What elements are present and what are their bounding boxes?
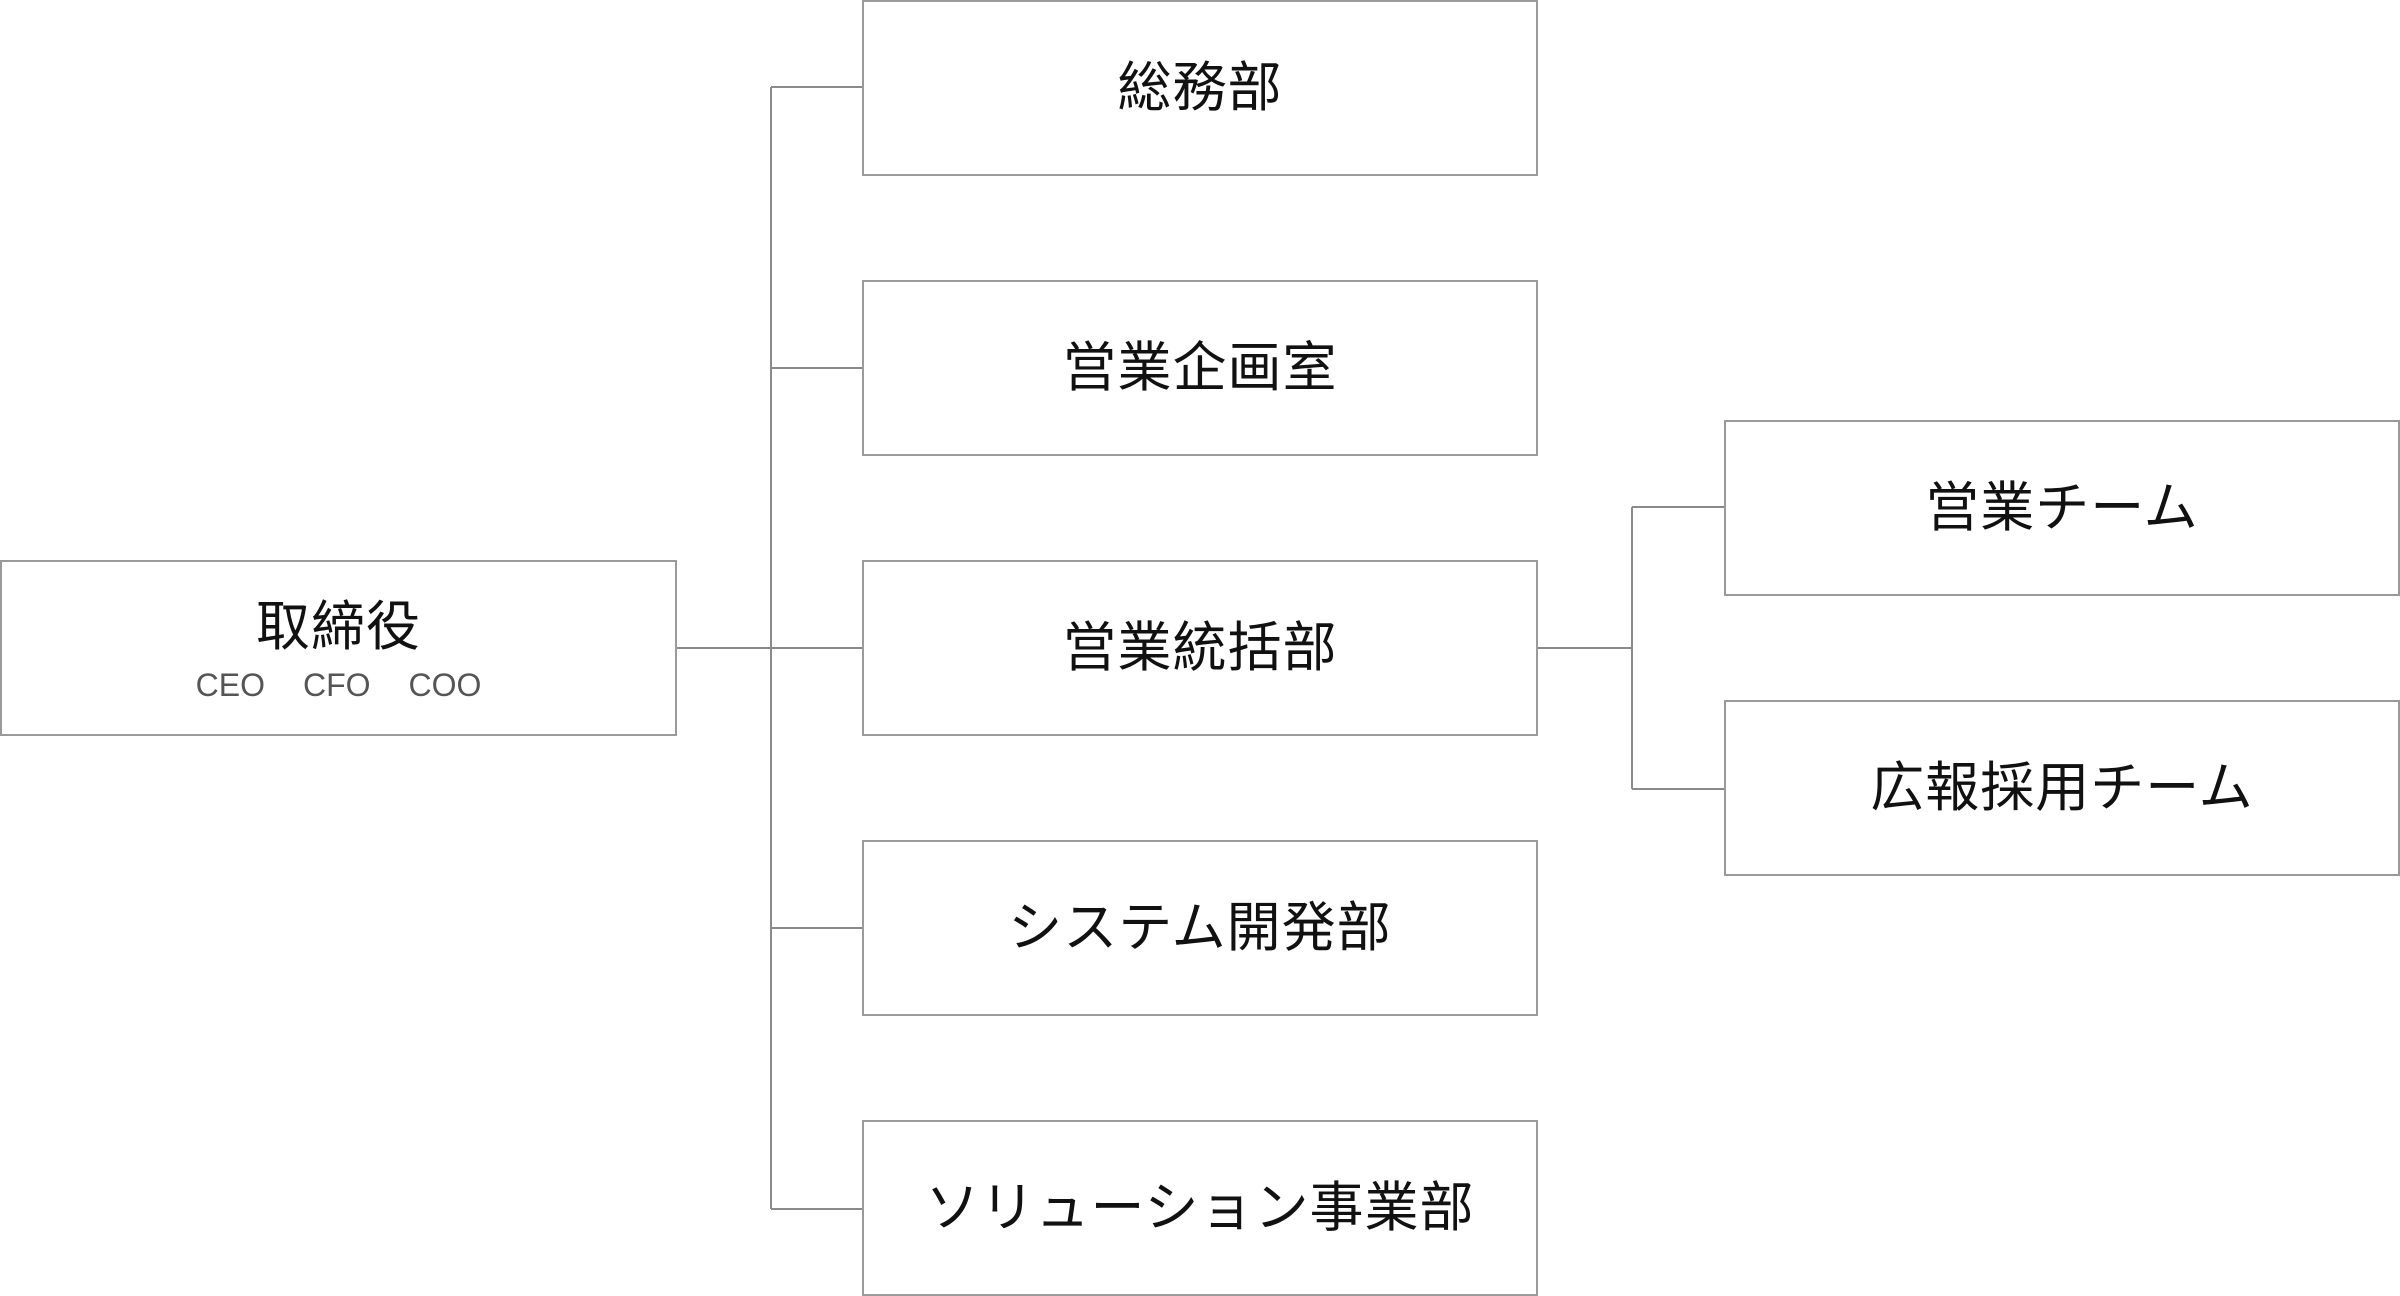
executive-roles: CEO CFO COO: [196, 669, 482, 701]
department-label: 営業企画室: [1062, 335, 1338, 399]
team-sales: 営業チーム: [1724, 420, 2400, 596]
role-ceo: CEO: [195, 667, 265, 704]
board-of-directors-box: 取締役 CEO CFO COO: [0, 560, 677, 736]
team-label: 広報採用チーム: [1870, 755, 2254, 819]
department-label: 営業統括部: [1062, 615, 1338, 679]
board-of-directors-title: 取締役: [256, 594, 421, 658]
department-sales-planning: 営業企画室: [862, 280, 1538, 456]
department-solutions: ソリューション事業部: [862, 1120, 1538, 1296]
team-pr-recruiting: 広報採用チーム: [1724, 700, 2400, 876]
team-label: 営業チーム: [1925, 475, 2199, 539]
department-general-affairs: 総務部: [862, 0, 1538, 176]
department-label: 総務部: [1117, 55, 1283, 119]
department-sales-division: 営業統括部: [862, 560, 1538, 736]
department-label: ソリューション事業部: [925, 1175, 1475, 1239]
department-system-development: システム開発部: [862, 840, 1538, 1016]
department-label: システム開発部: [1008, 895, 1392, 959]
role-cfo: CFO: [302, 667, 371, 704]
role-coo: COO: [408, 667, 482, 704]
